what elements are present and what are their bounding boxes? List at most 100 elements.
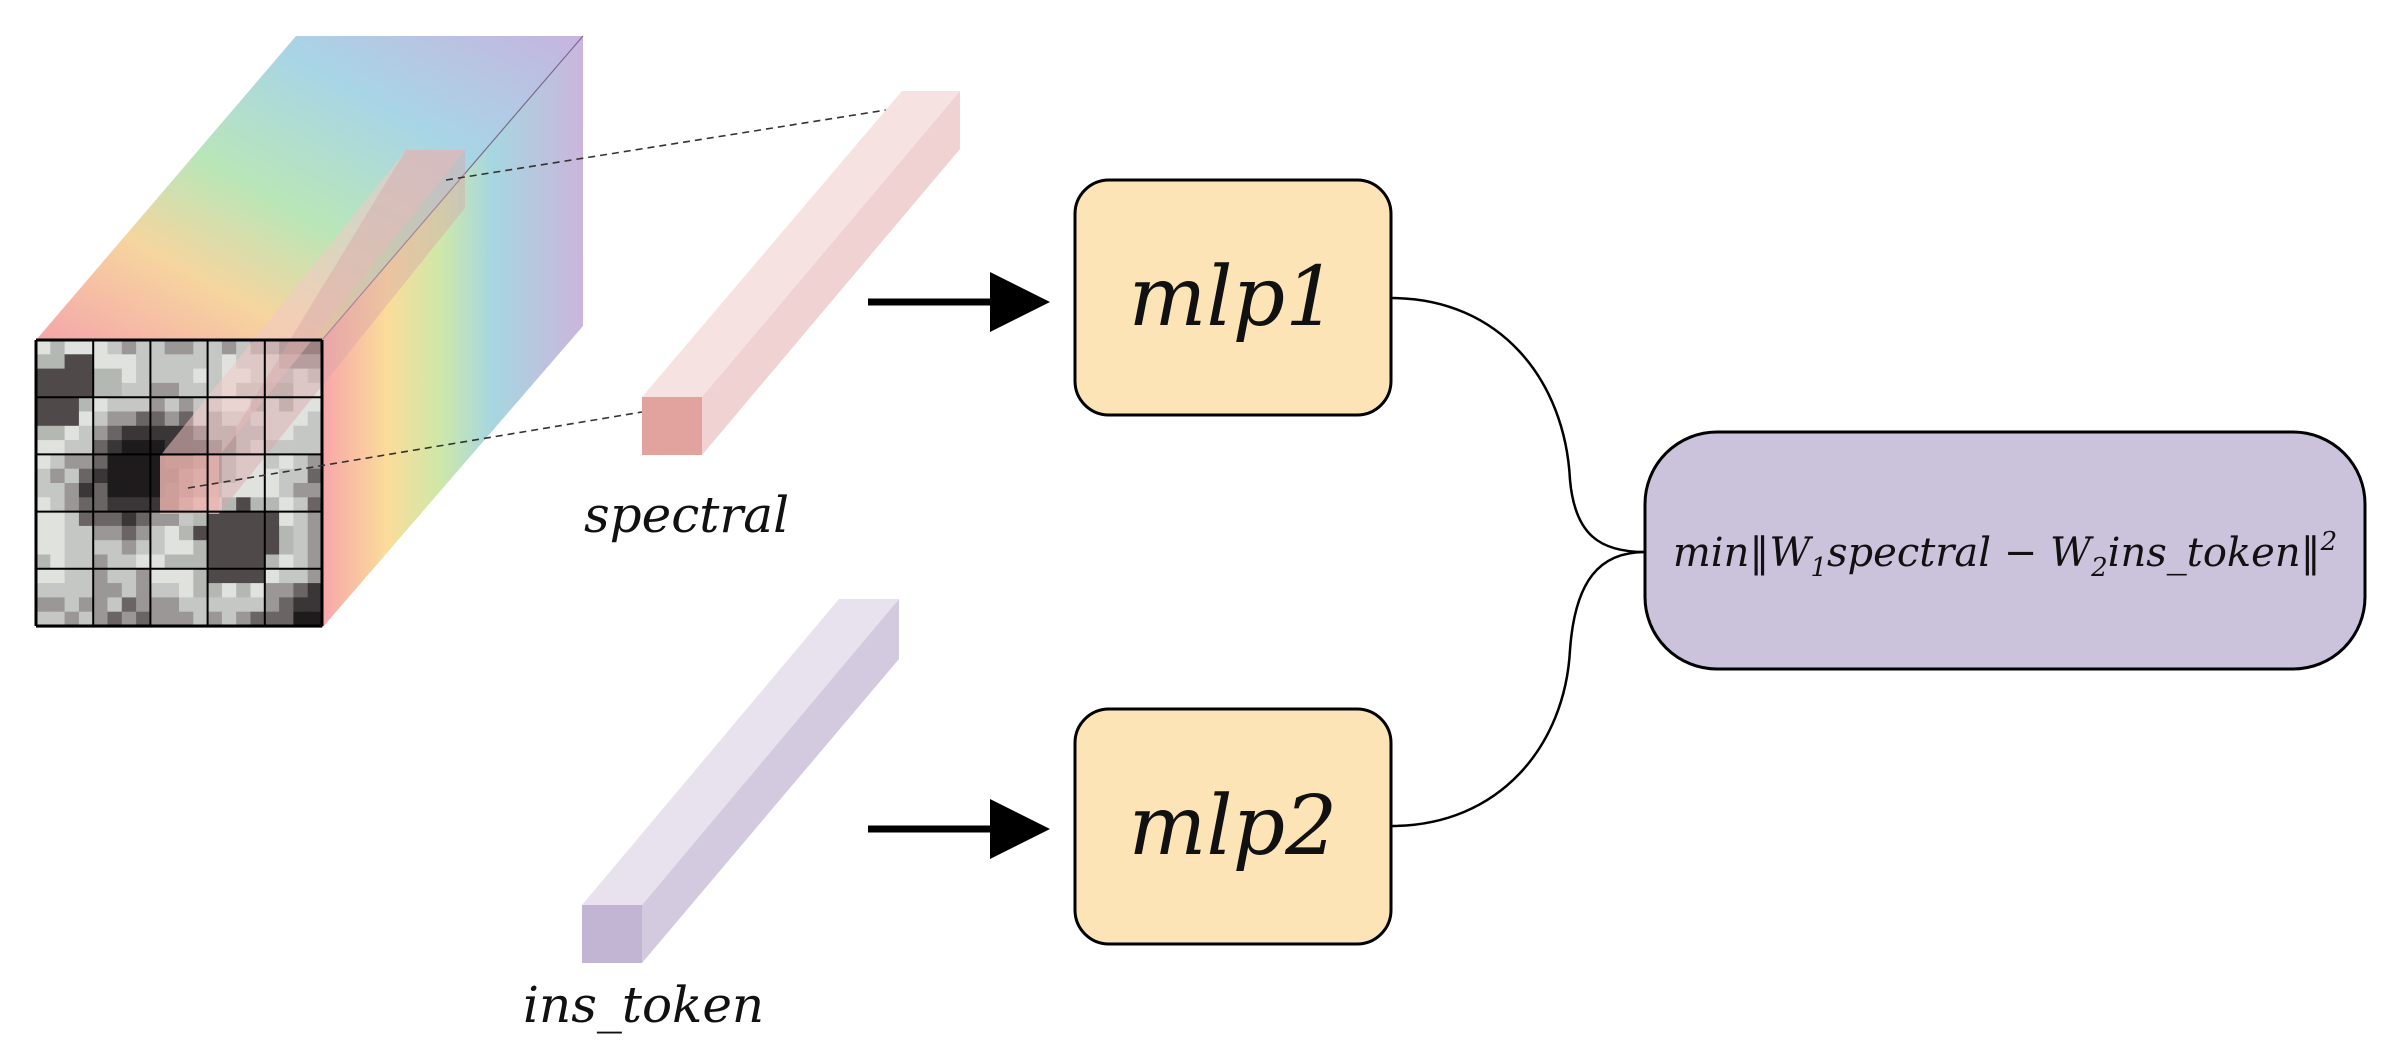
patch-pixel [307,525,323,541]
patch-pixel [264,540,280,556]
patch-pixel [136,425,151,441]
arrow-to-mlp2 [868,799,1050,859]
patch-pixel [279,525,294,541]
patch-pixel [107,611,123,627]
patch-pixel [207,525,223,541]
patch-pixel [264,554,280,570]
patch-pixel [64,468,80,484]
patch-pixel [179,354,194,370]
patch-pixel [264,525,280,541]
patch-pixel [279,540,294,556]
patch-pixel [121,597,137,613]
patch-pixel [64,340,80,355]
patch-pixel [78,540,94,556]
arrow-to-mlp1 [868,272,1050,332]
patch-pixel [107,468,123,484]
patch-pixel [36,468,51,484]
patch-pixel [50,354,66,370]
patch-pixel [250,525,266,541]
patch-pixel [250,468,266,484]
patch-pixel [307,540,323,556]
patch-pixel [221,554,237,570]
patch-pixel [279,597,294,613]
patch-pixel [193,583,209,598]
connector-mlp1-loss [1390,296,1646,554]
patch-pixel [179,525,194,541]
connector-mlp2-loss [1390,550,1646,828]
patch-pixel [78,597,94,613]
patch-pixel [221,568,237,584]
patch-pixel [307,583,323,598]
patch-pixel [50,382,66,398]
patch-pixel [64,611,80,627]
patch-pixel [250,540,266,556]
projection-line-top [445,109,887,181]
patch-pixel [93,525,109,541]
patch-pixel [107,354,123,370]
patch-pixel [221,497,237,513]
patch-pixel [78,554,94,570]
patch-pixel [136,611,151,627]
ins-token-label: ins_token [523,976,764,1034]
patch-pixel [36,354,51,370]
patch-pixel [293,440,309,455]
patch-pixel [221,468,237,484]
patch-pixel [36,368,51,384]
patch-pixel [93,540,109,556]
patch-pixel [136,497,151,513]
patch-pixel [136,440,151,455]
patch-pixel [64,554,80,570]
pixel-column-side [219,150,465,514]
patch-pixel [264,568,280,584]
patch-pixel [193,611,209,627]
patch-pixel [78,468,94,484]
ins-bar-end [582,905,642,963]
patch-pixel [221,483,237,498]
patch-pixel [121,468,137,484]
patch-pixel [236,554,252,570]
patch-pixel [136,454,151,470]
patch-pixel [93,611,109,627]
patch-pixel [121,554,137,570]
patch-pixel [93,382,109,398]
patch-pixel [50,525,66,541]
patch-pixel [136,397,151,413]
patch-pixel [150,354,166,370]
patch-pixel [279,454,294,470]
patch-pixel [121,440,137,455]
patch-pixel [64,354,80,370]
patch-pixel [150,397,166,413]
patch-pixel [264,397,280,413]
patch-pixel [164,568,180,584]
patch-pixel [164,397,180,413]
patch-pixel [50,583,66,598]
patch-pixel [236,611,252,627]
patch-pixel [207,340,223,355]
patch-pixel [293,468,309,484]
patch-pixel [107,540,123,556]
patch-pixel [193,525,209,541]
patch-pixel [293,525,309,541]
patch-pixel [121,368,137,384]
patch-pixel [264,597,280,613]
patch-pixel [64,454,80,470]
patch-pixel [250,483,266,498]
patch-pixel [93,440,109,455]
patch-pixel [150,440,166,455]
patch-pixel [121,454,137,470]
patch-pixel [236,440,252,455]
patch-pixel [93,597,109,613]
patch-pixel [307,368,323,384]
patch-pixel [179,583,194,598]
patch-pixel [279,425,294,441]
patch-pixel [36,425,51,441]
patch-pixel [150,611,166,627]
ins-bar-top [582,599,899,905]
patch-pixel [264,468,280,484]
patch-pixel [207,368,223,384]
patch-pixel [193,340,209,355]
patch-grid [34,338,324,628]
patch-pixel [264,454,280,470]
patch-pixel [279,483,294,498]
patch-pixel [250,411,266,427]
